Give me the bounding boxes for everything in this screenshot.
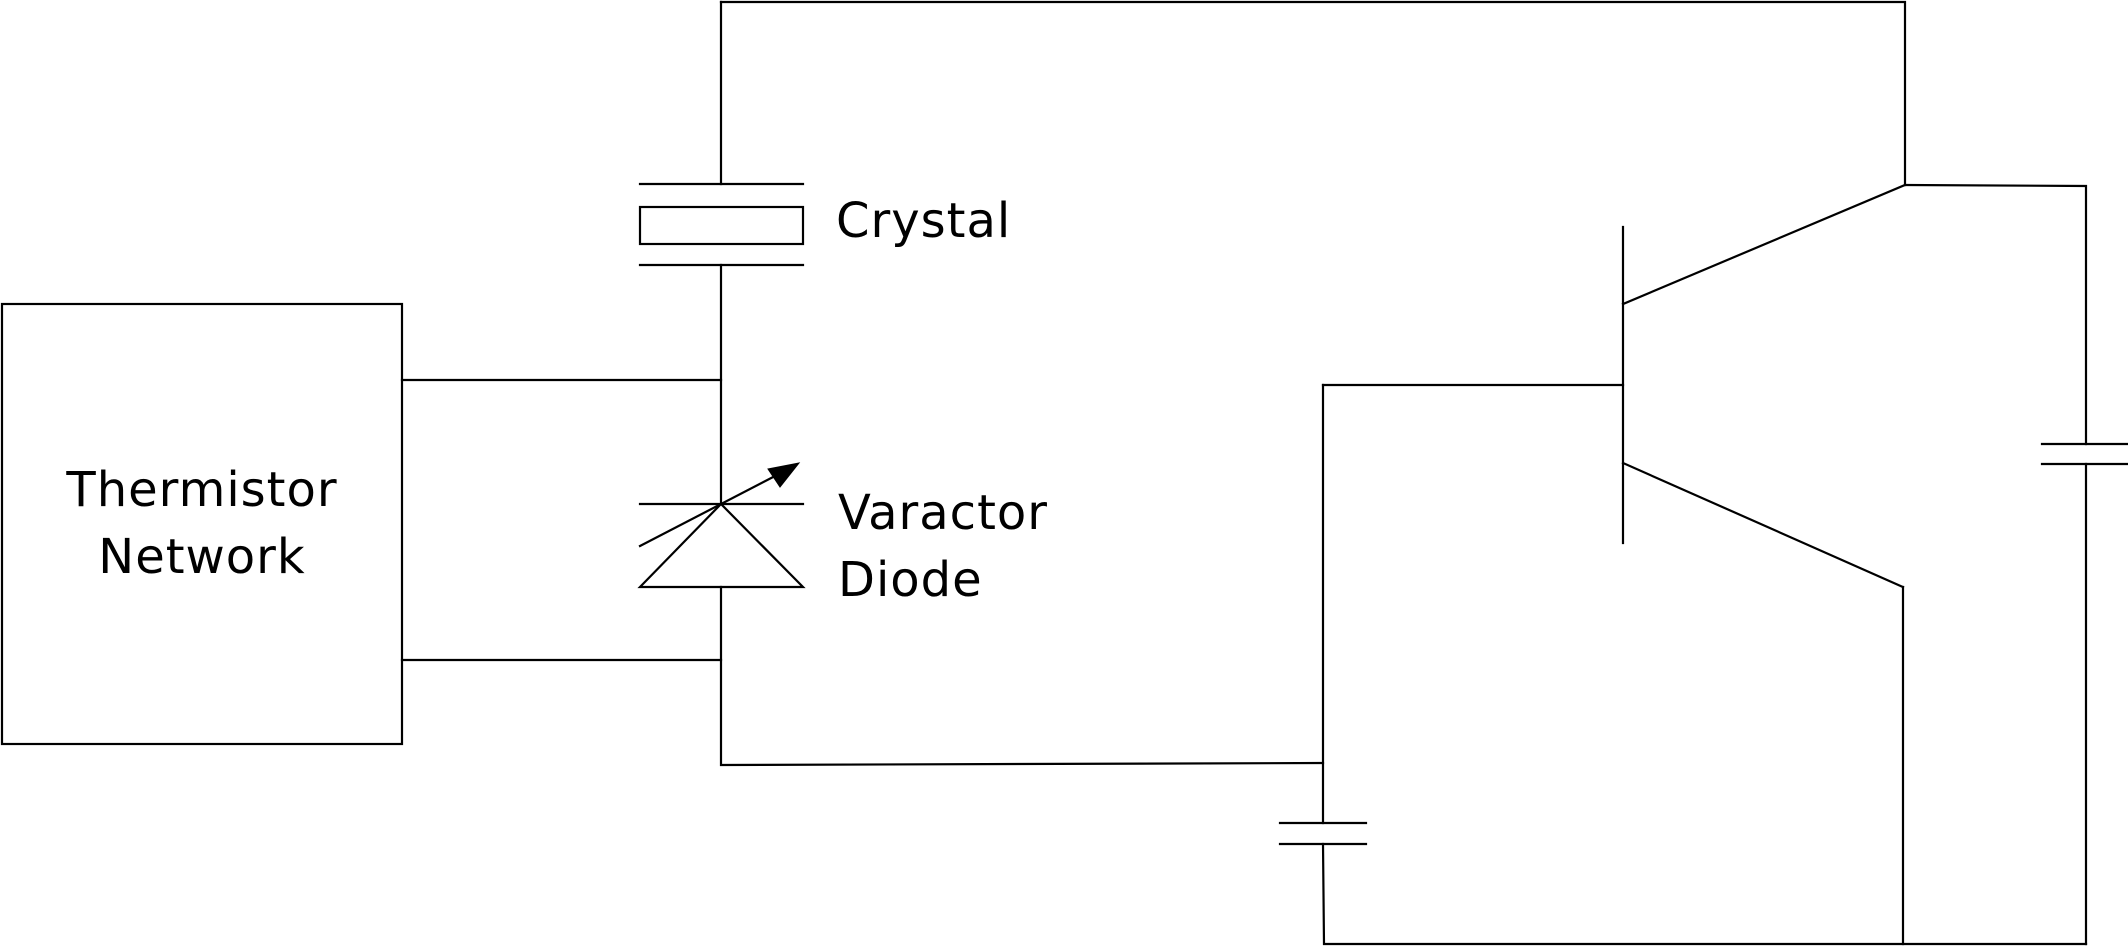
- transistor-collector: [1621, 183, 1907, 306]
- crystal-body: [638, 205, 805, 246]
- crystal-label: Crystal: [836, 193, 1011, 249]
- tuning-branch-wires: [719, 0, 1325, 767]
- varactor-label-line-2: Diode: [838, 552, 983, 608]
- bottom-ground-wire: [1321, 842, 2088, 946]
- crystal-component: Crystal: [638, 182, 1011, 267]
- varactor-label-line-1: Varactor: [838, 485, 1048, 541]
- varactor-bottom-lead: [719, 585, 1325, 767]
- varactor-tuning-arrow-shaft: [638, 473, 779, 548]
- top-feedback-wire: [719, 0, 1907, 187]
- transistor-emitter: [1621, 461, 1905, 589]
- thermistor-network-block: Thermistor Network: [0, 302, 404, 746]
- varactor-diode-component: Varactor Diode: [637, 462, 1048, 608]
- thermistor-connection-wires: [400, 378, 723, 662]
- thermistor-network-box: [0, 302, 404, 746]
- collector-right-wire: [1903, 183, 2088, 446]
- thermistor-network-label-line-1: Thermistor: [65, 462, 337, 518]
- thermistor-network-label-line-2: Network: [98, 529, 305, 585]
- transistor: [1321, 183, 1907, 589]
- varactor-tuning-arrowhead: [767, 462, 801, 488]
- varactor-triangle: [637, 502, 806, 589]
- base-capacitor-branch: [1278, 383, 2088, 946]
- right-capacitor-branch: [1903, 183, 2128, 946]
